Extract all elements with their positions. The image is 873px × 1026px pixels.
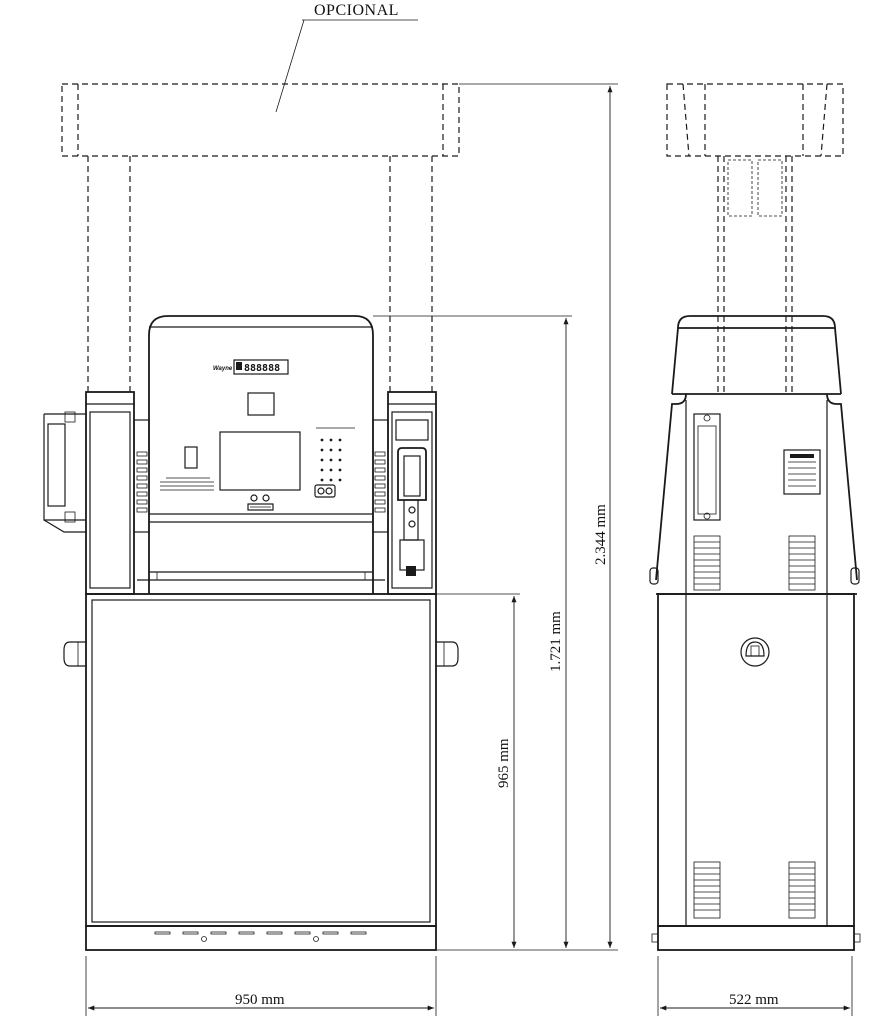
- front-base-cabinet: [63, 593, 459, 951]
- side-optional-canopy: [666, 83, 844, 392]
- front-view: Wayne 888888: [43, 83, 460, 951]
- front-price-display: Wayne 888888: [213, 359, 289, 375]
- card-reader-window: [247, 392, 275, 416]
- optional-label: OPCIONAL: [314, 2, 399, 19]
- fuel-nozzle: [395, 419, 429, 576]
- front-screen: [219, 431, 301, 491]
- side-head: [649, 315, 860, 595]
- dim-height-base: 965 mm: [496, 596, 517, 948]
- keypad: [314, 427, 355, 498]
- brand-logo: Wayne: [213, 366, 233, 372]
- front-left-holster: [85, 391, 150, 595]
- dim-width-side: 522 mm: [660, 992, 850, 1011]
- dim-height-total: 2.344 mm: [593, 86, 613, 948]
- screen-buttons: [247, 494, 274, 511]
- dim-width-side-label: 522 mm: [729, 992, 779, 1008]
- dim-height-base-label: 965 mm: [496, 738, 512, 788]
- front-left-bracket: [43, 411, 86, 533]
- dim-width-front-label: 950 mm: [235, 992, 285, 1008]
- dim-width-front: 950 mm: [88, 992, 434, 1011]
- front-head-housing: [137, 315, 385, 595]
- dim-height-body-label: 1.721 mm: [548, 611, 564, 672]
- instruction-text-lines: [160, 477, 214, 491]
- front-right-holster: [372, 391, 437, 595]
- receipt-slot: [184, 446, 198, 469]
- side-base-cabinet: [651, 593, 861, 951]
- optional-callout: OPCIONAL: [275, 2, 418, 113]
- front-optional-canopy: [61, 83, 460, 392]
- display-digits: 888888: [244, 363, 280, 374]
- extension-lines: [85, 83, 853, 1016]
- side-view: [649, 83, 861, 951]
- dim-height-body: 1.721 mm: [548, 318, 569, 948]
- dim-height-total-label: 2.344 mm: [593, 504, 609, 565]
